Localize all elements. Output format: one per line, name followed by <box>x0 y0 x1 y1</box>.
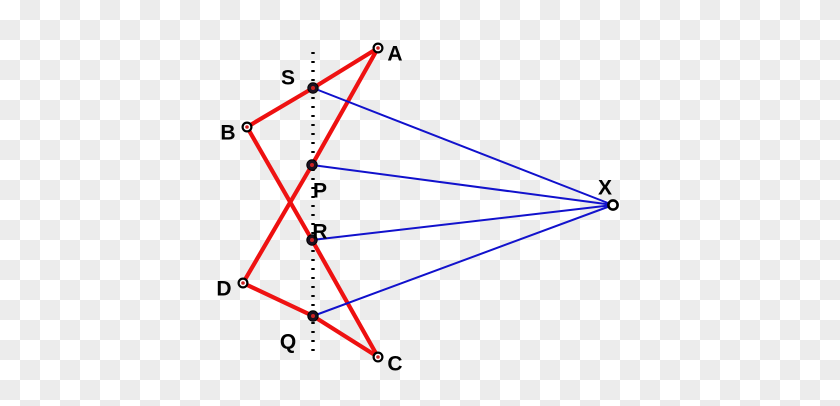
point-core-p <box>310 163 314 167</box>
point-outer-x <box>607 199 619 211</box>
red-segment-b-r <box>244 124 315 243</box>
point-label-s: S <box>281 67 295 90</box>
point-label-c: C <box>387 353 402 376</box>
blue-segment-group <box>311 87 614 317</box>
point-label-p: P <box>313 180 327 203</box>
point-label-r: R <box>312 221 327 244</box>
point-marker-a[interactable] <box>372 42 384 54</box>
point-marker-r[interactable] <box>306 234 318 246</box>
blue-segment-p-x <box>311 164 614 206</box>
red-segment-d-q <box>240 280 316 319</box>
point-marker-s[interactable] <box>307 82 319 94</box>
red-segment-s-b <box>244 85 316 130</box>
point-core-q <box>311 314 315 318</box>
point-label-group: A B C D S PR Q X <box>216 43 612 376</box>
point-marker-x[interactable] <box>607 199 619 211</box>
point-label-a: A <box>387 43 402 66</box>
point-core-b <box>245 125 249 129</box>
blue-segment-q-x <box>312 204 614 317</box>
point-core-a <box>376 46 380 50</box>
point-core-d <box>241 281 245 285</box>
point-label-x: X <box>598 177 612 200</box>
blue-segment-r-x <box>311 204 614 241</box>
red-segment-r-c <box>309 237 381 360</box>
point-core-s <box>311 86 315 90</box>
point-label-b: B <box>220 122 235 145</box>
point-marker-d[interactable] <box>237 277 249 289</box>
red-segment-a-s <box>310 45 381 91</box>
point-label-q: Q <box>280 331 296 354</box>
point-marker-p[interactable] <box>306 159 318 171</box>
point-marker-c[interactable] <box>372 351 384 363</box>
blue-segment-s-x <box>312 87 614 206</box>
point-core-r <box>310 238 314 242</box>
point-label-d: D <box>216 278 231 301</box>
point-marker-b[interactable] <box>241 121 253 133</box>
point-marker-q[interactable] <box>307 310 319 322</box>
point-marker-group <box>237 42 619 363</box>
red-segment-group <box>240 45 381 360</box>
red-segment-a-p <box>309 45 381 168</box>
red-segment-q-c <box>310 313 381 360</box>
point-core-c <box>376 355 380 359</box>
red-segment-p-d <box>240 162 315 286</box>
